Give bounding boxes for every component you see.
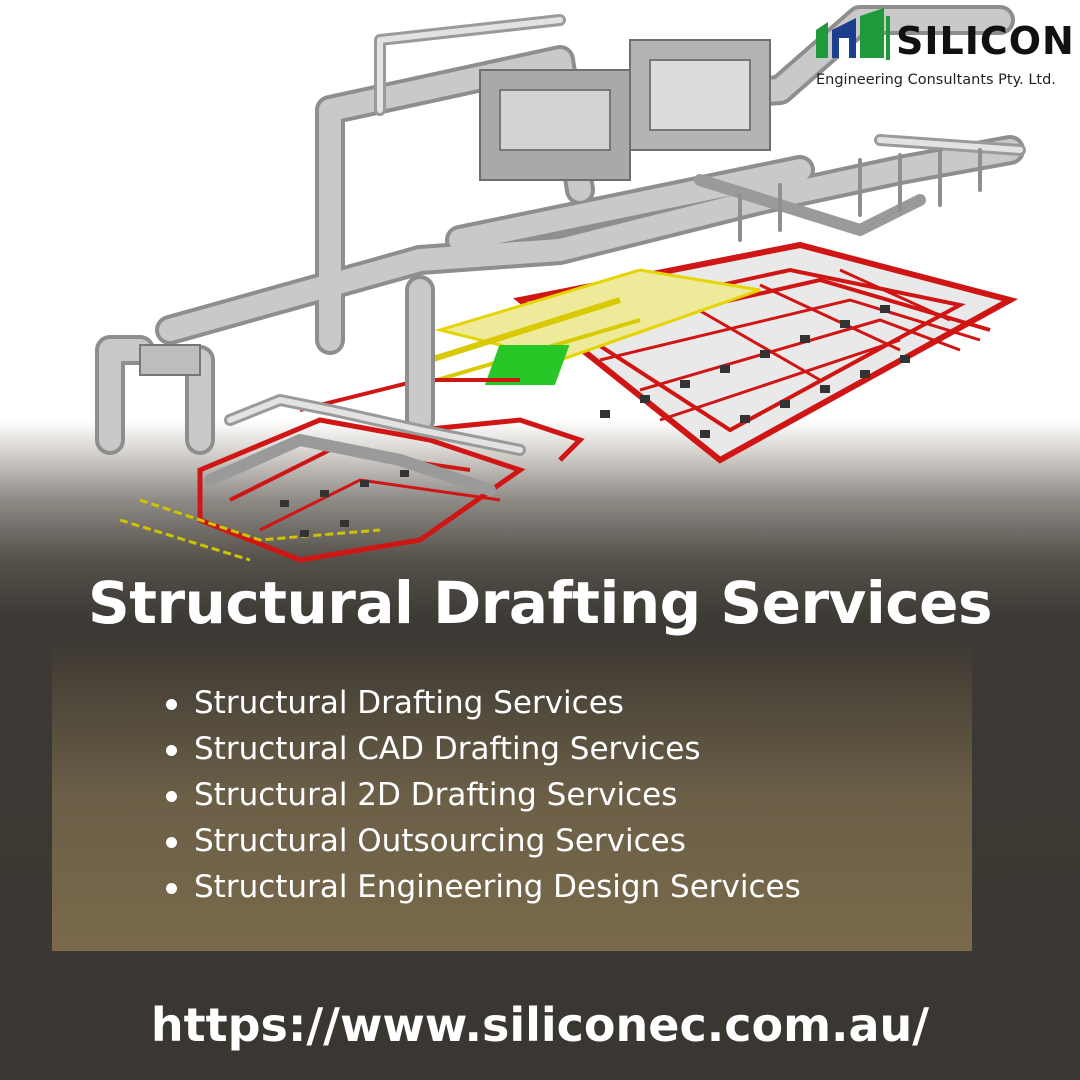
website-url[interactable]: https://www.siliconec.com.au/ <box>150 998 930 1052</box>
logo-divider <box>886 16 890 60</box>
silicon-logo <box>816 8 890 60</box>
hvac-drafting-illustration <box>95 5 1026 563</box>
services-list: Structural Drafting Services Structural … <box>160 680 801 910</box>
service-item: Structural 2D Drafting Services <box>160 772 801 818</box>
building-logo-icon <box>816 8 884 58</box>
services-panel <box>52 646 972 951</box>
service-item: Structural Outsourcing Services <box>160 818 801 864</box>
service-item: Structural Engineering Design Services <box>160 864 801 910</box>
service-item: Structural Drafting Services <box>160 680 801 726</box>
page-title: Structural Drafting Services <box>88 569 992 637</box>
plan-fixtures <box>280 305 910 537</box>
service-item: Structural CAD Drafting Services <box>160 726 801 772</box>
air-handling-units <box>139 39 771 376</box>
brand-name: SILICON <box>896 19 1075 63</box>
brand-subtitle: Engineering Consultants Pty. Ltd. <box>816 72 1056 88</box>
